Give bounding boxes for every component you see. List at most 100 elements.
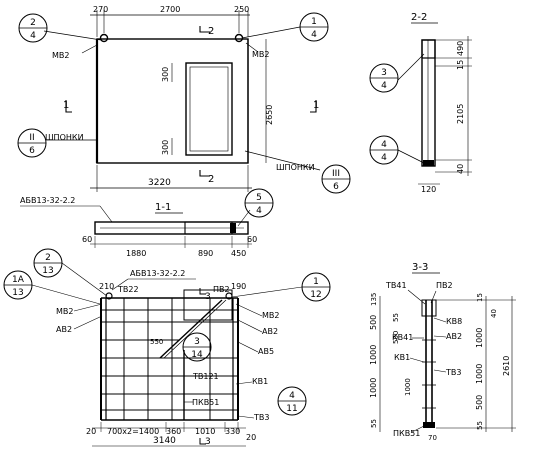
section-3-3: 3-3 135 500 1000 1000 55 55 1000 500 15 … — [369, 262, 516, 442]
label-kv41: КВ41 — [392, 333, 413, 342]
tag-4-4: 4 4 — [369, 135, 399, 165]
dim-s55b: 55 — [370, 419, 378, 428]
svg-text:III: III — [332, 169, 340, 179]
dim-s1000b: 1000 — [369, 378, 378, 398]
label-av5: АВ5 — [258, 347, 274, 356]
section-title-2-2: 2-2 — [411, 12, 427, 23]
dim-490: 490 — [456, 41, 465, 56]
svg-text:4: 4 — [30, 31, 36, 41]
dim-120: 120 — [421, 185, 436, 194]
dim-s55: 55 — [392, 313, 400, 322]
svg-text:4: 4 — [381, 153, 387, 163]
cut-mark-1-left: 1 — [63, 100, 69, 111]
cut-mark-3-bottom: 3 — [205, 437, 211, 447]
dim-60-left: 60 — [82, 235, 92, 244]
svg-text:11: 11 — [286, 404, 297, 414]
svg-text:3: 3 — [381, 68, 387, 78]
label-mv2-right: МВ2 — [252, 50, 269, 59]
dim-s15: 15 — [476, 293, 484, 302]
svg-text:12: 12 — [310, 290, 321, 300]
svg-text:4: 4 — [256, 206, 262, 216]
label-kv1: КВ1 — [252, 377, 268, 386]
label-tv3-b: ТВ3 — [445, 368, 461, 377]
tag-II-6: II 6 — [17, 128, 47, 158]
tag-2-4: 2 4 — [18, 13, 48, 43]
svg-text:6: 6 — [333, 182, 339, 192]
label-av2-c: АВ2 — [446, 332, 462, 341]
dim-2105: 2105 — [456, 104, 465, 124]
door-opening — [185, 62, 233, 156]
dim-3140: 3140 — [153, 436, 176, 446]
section-title-3-3: 3-3 — [412, 262, 428, 273]
svg-text:6: 6 — [29, 146, 35, 156]
lifting-loop-right — [234, 33, 244, 43]
dim-700x2: 700х2=1400 — [107, 427, 159, 436]
svg-text:1: 1 — [311, 17, 317, 27]
cut-mark-3-top: 3 — [205, 292, 211, 302]
svg-text:1А: 1А — [12, 275, 25, 285]
cut-mark-2-top: 2 — [208, 26, 214, 37]
svg-text:14: 14 — [191, 350, 203, 360]
section-title-1-1: 1-1 — [155, 202, 171, 213]
dim-s135: 135 — [370, 293, 378, 306]
tag-2-13: 2 13 — [33, 248, 63, 278]
dim-1010: 1010 — [195, 427, 215, 436]
dim-3220: 3220 — [148, 178, 171, 188]
dim-s1000c: 1000 — [404, 378, 412, 396]
dim-s500c: 500 — [475, 395, 484, 410]
dim-60-right: 60 — [247, 235, 257, 244]
dim-20-left: 20 — [86, 427, 96, 436]
dim-2650: 2650 — [265, 105, 274, 125]
label-mv2-left: МВ2 — [52, 51, 69, 60]
label-tv3: ТВ3 — [253, 413, 269, 422]
cut-mark-2-bottom: 2 — [208, 174, 214, 185]
tag-III-6: III 6 — [321, 164, 351, 194]
dim-890: 890 — [198, 249, 213, 258]
dim-1880: 1880 — [126, 249, 146, 258]
cut-mark-1-right: 1 — [313, 100, 319, 111]
svg-text:3: 3 — [194, 337, 200, 347]
tag-1A-13: 1А 13 — [3, 270, 33, 300]
label-abv-top: АБВ13-32-2.2 — [20, 196, 75, 205]
svg-text:4: 4 — [381, 81, 387, 91]
dim-s2610: 2610 — [502, 356, 511, 376]
label-tv22: ТВ22 — [117, 285, 139, 294]
lifting-loop-left — [99, 33, 109, 43]
dim-s500: 500 — [369, 315, 378, 330]
label-tv41: ТВ41 — [385, 281, 407, 290]
svg-text:4: 4 — [381, 140, 387, 150]
dim-210: 210 — [99, 282, 114, 291]
dim-40: 40 — [456, 164, 465, 174]
tag-4-11: 4 11 — [277, 386, 307, 416]
label-shponki-right: ШПОНКИ — [276, 163, 315, 172]
dim-s1000d: 1000 — [475, 328, 484, 348]
label-mv2-c: МВ2 — [56, 307, 73, 316]
section-1-1: 1-1 АБВ13-32-2.2 60 1880 890 450 60 — [20, 196, 257, 258]
label-av2-b: АВ2 — [262, 327, 278, 336]
dim-s500b: 500 — [392, 331, 400, 344]
label-shponki-left: ШПОНКИ — [45, 133, 84, 142]
dim-s1000e: 1000 — [475, 364, 484, 384]
section-2-2: 2-2 490 15 2105 40 120 — [397, 12, 472, 194]
tag-5-4: 5 4 — [244, 188, 274, 218]
label-abv-mid: АБВ13-32-2.2 — [130, 269, 185, 278]
reinforcement-cage: АБВ13-32-2.2 210 190 550 — [56, 269, 279, 447]
label-tv121: ТВ121 — [192, 372, 219, 381]
dim-190: 190 — [231, 282, 246, 291]
label-pv2: ПВ2 — [213, 285, 230, 294]
label-pv2-b: ПВ2 — [436, 281, 453, 290]
dim-20-right: 20 — [246, 433, 256, 442]
label-mv2-d: МВ2 — [262, 311, 279, 320]
dim-s55c: 55 — [476, 421, 484, 430]
svg-text:2: 2 — [30, 18, 36, 28]
dim-15: 15 — [456, 60, 465, 70]
dim-360: 360 — [166, 427, 181, 436]
svg-text:5: 5 — [256, 193, 262, 203]
dim-300-top: 300 — [161, 67, 170, 82]
panel-elevation: 270 2700 250 3220 2650 300 300 2 2 1 1 М… — [43, 5, 321, 192]
tag-1-4-top: 1 4 — [299, 12, 329, 42]
dim-s1000a: 1000 — [369, 345, 378, 365]
dim-2700: 2700 — [160, 5, 180, 14]
dim-450: 450 — [231, 249, 246, 258]
